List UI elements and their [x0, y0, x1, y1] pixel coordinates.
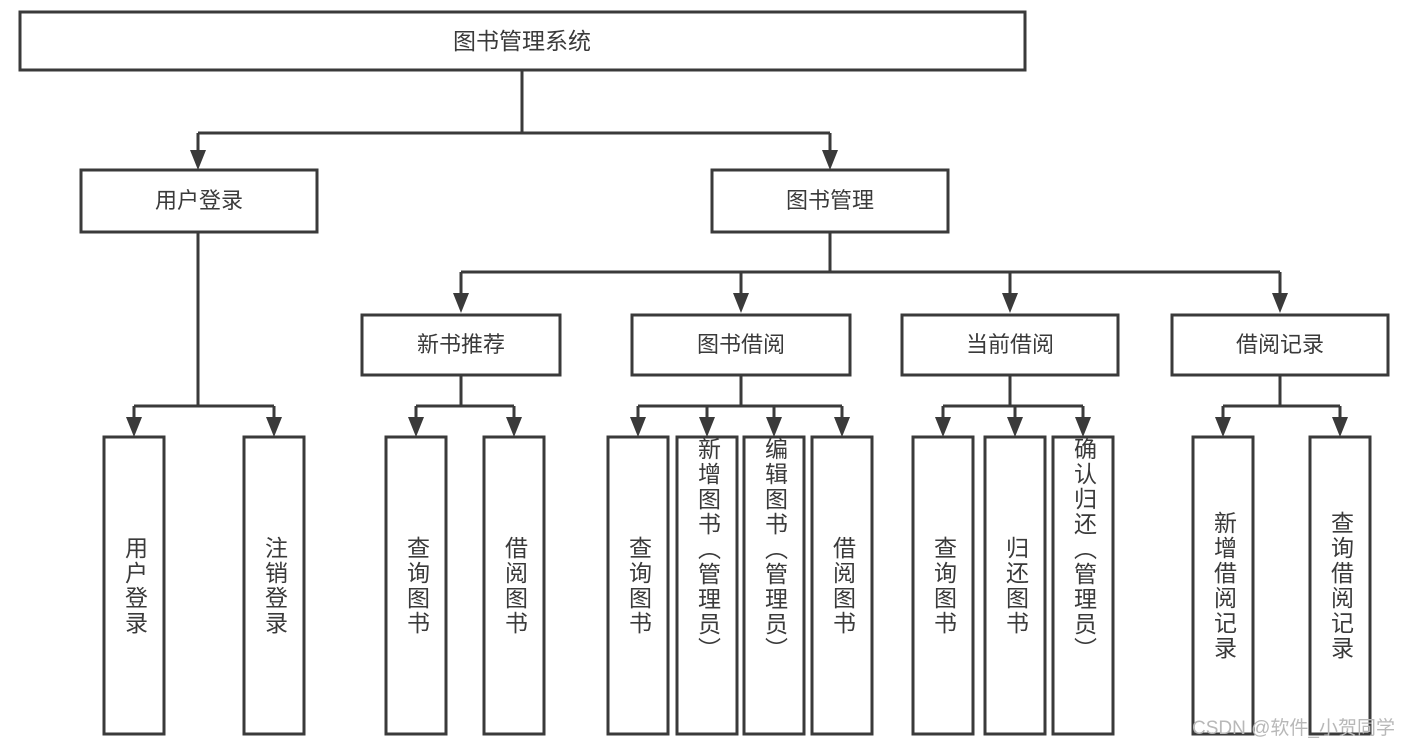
- leaf-box-bb-query[interactable]: [606, 435, 670, 736]
- node-book-manage-box[interactable]: [710, 168, 950, 234]
- arrow-head-bb-edit: [766, 417, 782, 437]
- arrow-head-bb-query: [630, 417, 646, 437]
- arrow-head-cb-confirm: [1075, 417, 1091, 437]
- node-root-box[interactable]: [18, 10, 1027, 72]
- node-borrow[interactable]: 图书借阅: [630, 313, 852, 377]
- leaf-box-cb-confirm[interactable]: [1051, 435, 1115, 736]
- arrow-head-leaf-logout: [266, 417, 282, 437]
- leaf-box-bb-add[interactable]: [675, 435, 739, 736]
- leaf-box-logout[interactable]: [242, 435, 306, 736]
- leaf-box-cb-query[interactable]: [911, 435, 975, 736]
- arrow-head-br-query: [1332, 417, 1348, 437]
- leaf-box-br-query[interactable]: [1308, 435, 1372, 736]
- arrow-head-leaf-user-login: [126, 417, 142, 437]
- node-new-book-box[interactable]: [360, 313, 562, 377]
- node-root-label: 图书管理系统: [453, 28, 591, 54]
- leaf-box-nb-borrow[interactable]: [482, 435, 546, 736]
- node-new-book-label: 新书推荐: [417, 332, 505, 357]
- connector-layer: [126, 70, 1348, 437]
- node-root[interactable]: 图书管理系统: [18, 10, 1027, 72]
- node-book-manage-label: 图书管理: [786, 188, 874, 213]
- arrow-head-current: [1002, 293, 1018, 313]
- leaf-box-layer: [102, 435, 1372, 736]
- leaf-box-nb-query[interactable]: [384, 435, 448, 736]
- node-current-borrow-label: 当前借阅: [966, 332, 1054, 357]
- arrow-head-new-book: [453, 293, 469, 313]
- leaf-box-cb-return[interactable]: [983, 435, 1047, 736]
- node-borrow-records[interactable]: 借阅记录: [1170, 313, 1390, 377]
- arrow-head-cb-query: [935, 417, 951, 437]
- node-new-book[interactable]: 新书推荐: [360, 313, 562, 377]
- arrow-head-cb-return: [1007, 417, 1023, 437]
- node-book-manage[interactable]: 图书管理: [710, 168, 950, 234]
- leaf-box-br-add[interactable]: [1191, 435, 1255, 736]
- arrow-head-nb-borrow: [506, 417, 522, 437]
- node-current-borrow[interactable]: 当前借阅: [900, 313, 1120, 377]
- leaf-box-user-login[interactable]: [102, 435, 166, 736]
- arrow-head-bb-borrow: [834, 417, 850, 437]
- node-borrow-records-box[interactable]: [1170, 313, 1390, 377]
- arrow-head-borrow: [733, 293, 749, 313]
- leaf-box-bb-edit[interactable]: [742, 435, 806, 736]
- arrow-head-br-add: [1215, 417, 1231, 437]
- node-user-login-label: 用户登录: [155, 188, 243, 213]
- node-borrow-label: 图书借阅: [697, 332, 785, 357]
- node-current-borrow-box[interactable]: [900, 313, 1120, 377]
- node-user-login[interactable]: 用户登录: [79, 168, 319, 234]
- arrow-head-user-login: [190, 150, 206, 170]
- arrow-head-records: [1272, 293, 1288, 313]
- leaf-box-bb-borrow[interactable]: [810, 435, 874, 736]
- arrow-head-book-manage: [822, 150, 838, 170]
- node-user-login-box[interactable]: [79, 168, 319, 234]
- arrow-head-bb-add: [699, 417, 715, 437]
- node-borrow-records-label: 借阅记录: [1236, 332, 1324, 357]
- arrow-head-nb-query: [408, 417, 424, 437]
- node-borrow-box[interactable]: [630, 313, 852, 377]
